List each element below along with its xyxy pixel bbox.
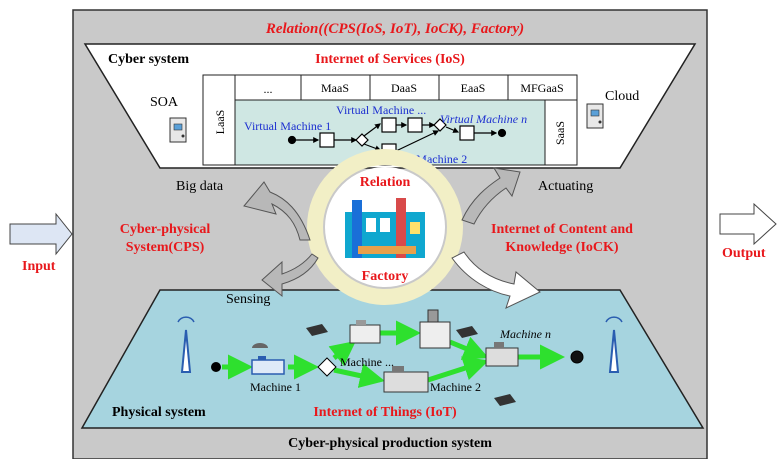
relation-title: Relation((CPS(IoS, IoT), IoCK), Factory) (265, 21, 524, 37)
input-label: Input (22, 259, 56, 274)
sensing-label: Sensing (226, 292, 270, 307)
iock-label-line2: Knowledge (IoCK) (505, 240, 619, 255)
iock-label-line1: Internet of Content and (491, 222, 633, 237)
actuating-arrow (461, 167, 521, 225)
sensor-dome-icon (252, 343, 268, 348)
flow-start-node (211, 362, 221, 372)
vm1-label: Virtual Machine 1 (244, 119, 331, 133)
cyber-system-label: Cyber system (108, 52, 189, 67)
service-maas: MaaS (321, 81, 349, 95)
big-data-label: Big data (176, 179, 224, 194)
vm-n-label: Virtual Machine n (440, 112, 527, 126)
machine-dots-icon (349, 320, 381, 344)
machine-dots-label: Machine ... (340, 355, 394, 369)
cps-label-line2: System(CPS) (126, 240, 205, 255)
machine-press-icon (419, 309, 451, 349)
iot-label: Internet of Things (IoT) (313, 405, 457, 420)
output-label: Output (722, 246, 766, 261)
factory-label: Factory (362, 269, 409, 284)
saas-label: SaaS (553, 121, 567, 145)
cloud-server-icon (586, 103, 604, 129)
service-dots: ... (264, 82, 273, 96)
antenna-left-icon (177, 316, 195, 373)
service-daas: DaaS (391, 81, 417, 95)
iot-flow (222, 320, 565, 388)
machine1-icon (251, 356, 285, 375)
flow-end-node (570, 350, 584, 364)
cps-label-line1: Cyber-physical (120, 222, 211, 237)
machine1-label: Machine 1 (250, 380, 301, 394)
soa-label: SOA (150, 95, 179, 110)
actuating-label: Actuating (538, 179, 593, 194)
tablet-icons (306, 324, 516, 406)
factory-icon (345, 198, 425, 258)
big-data-arrow (243, 181, 311, 241)
cloud-label: Cloud (605, 89, 639, 104)
output-arrow (719, 202, 777, 246)
vm-dots-label: Virtual Machine ... (336, 103, 426, 117)
flow-split-node (317, 357, 337, 377)
machine-n-label: Machine n (499, 327, 551, 341)
physical-system-label: Physical system (112, 405, 206, 420)
sensing-arrow (261, 253, 319, 298)
service-mfgaas: MFGaaS (520, 81, 563, 95)
relation-label: Relation (360, 175, 411, 190)
machine-n-icon (485, 342, 519, 367)
laas-label: LaaS (213, 110, 227, 135)
physical-system-panel (80, 289, 705, 429)
machine2-icon (383, 366, 429, 393)
input-arrow (9, 212, 73, 256)
soa-server-icon (169, 117, 187, 143)
ios-label: Internet of Services (IoS) (315, 52, 465, 67)
antenna-right-icon (605, 316, 623, 373)
service-eaas: EaaS (461, 81, 486, 95)
footer-label: Cyber-physical production system (288, 436, 492, 451)
iock-arrow (451, 251, 541, 309)
machine2-label: Machine 2 (430, 380, 481, 394)
relation-ring (307, 149, 463, 305)
